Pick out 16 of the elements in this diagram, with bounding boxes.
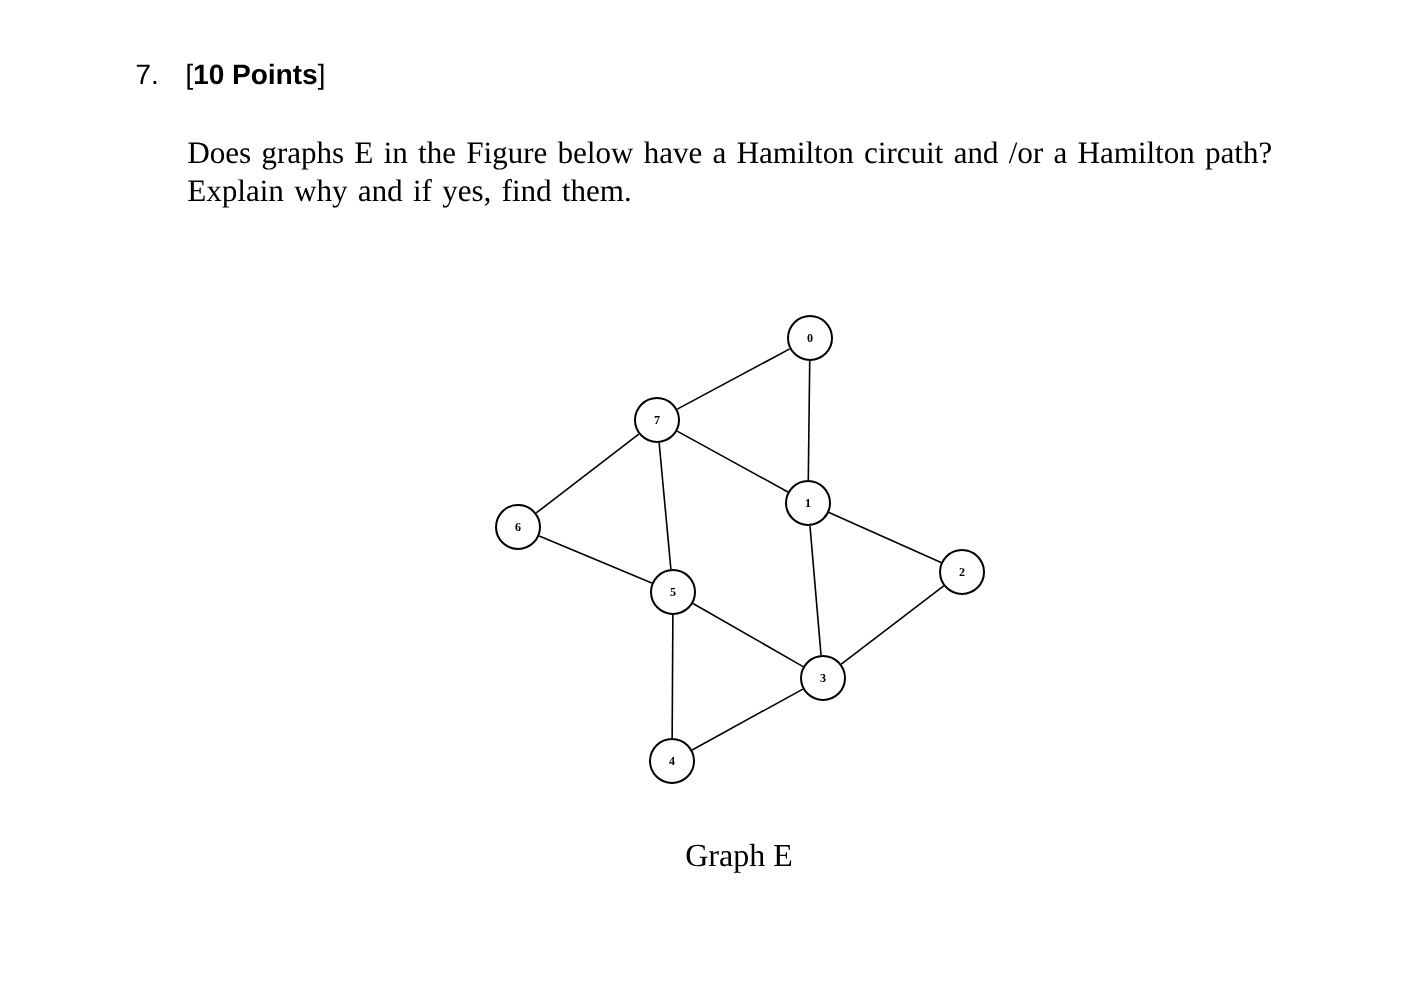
points-label: [10 Points]: [187, 63, 324, 90]
edge-line: [676, 348, 791, 410]
edge-line: [691, 688, 804, 751]
edge-line: [535, 433, 640, 514]
edge-line: [671, 614, 674, 739]
figure-caption: Graph E: [686, 843, 792, 873]
edge-line: [828, 511, 942, 564]
edge-line: [676, 430, 789, 493]
question-text: Does graphs E in the Figure below have a Hamilton circuit and /or a Hamilton path? Explain why and if yes, find them.: [188, 141, 1271, 208]
edge-line: [692, 602, 804, 668]
edge-line: [840, 585, 945, 665]
question-number: 7.: [136, 64, 157, 84]
edge-line: [658, 442, 672, 570]
edge-line: [809, 525, 822, 656]
edge-line: [538, 535, 653, 584]
edge-line: [807, 360, 811, 481]
